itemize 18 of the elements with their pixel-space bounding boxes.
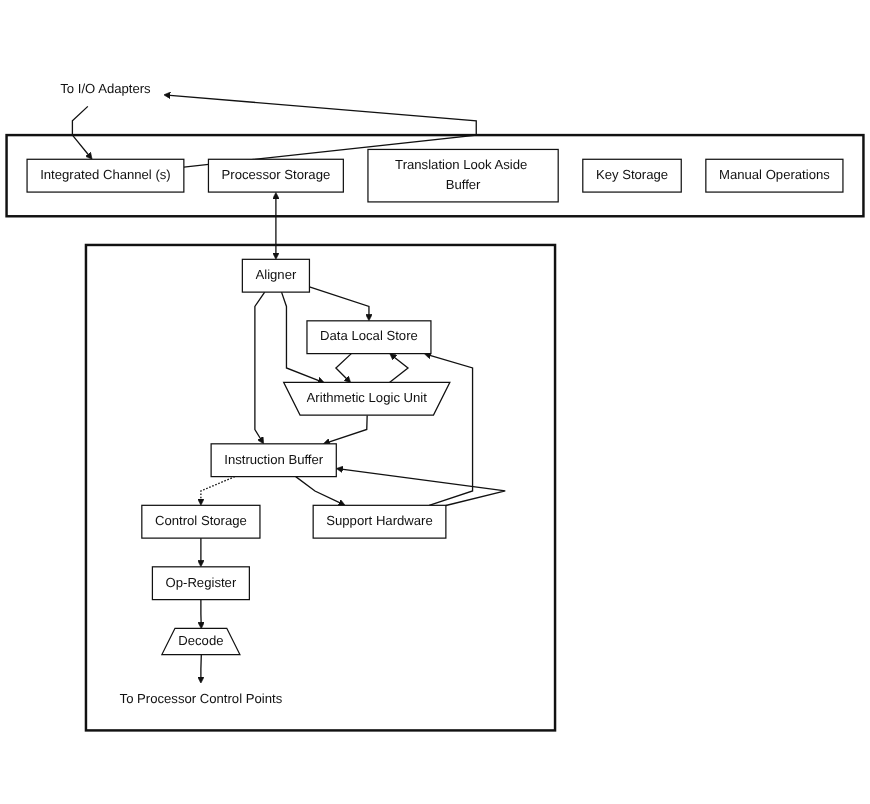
arrow — [308, 286, 373, 322]
arrow — [280, 291, 325, 384]
arrow — [335, 465, 506, 507]
arrow — [334, 352, 352, 384]
arrow — [197, 654, 205, 684]
arrow — [71, 105, 93, 160]
arrow — [323, 414, 368, 446]
arrow — [295, 475, 346, 506]
arrow — [272, 192, 280, 260]
arrow — [423, 352, 474, 506]
arrow — [197, 537, 205, 568]
cluster — [84, 243, 557, 732]
arrow — [197, 598, 205, 630]
arrow — [197, 475, 236, 506]
arrow — [254, 291, 266, 445]
arrow — [163, 91, 477, 168]
cluster — [5, 133, 865, 218]
arrow — [388, 353, 410, 384]
